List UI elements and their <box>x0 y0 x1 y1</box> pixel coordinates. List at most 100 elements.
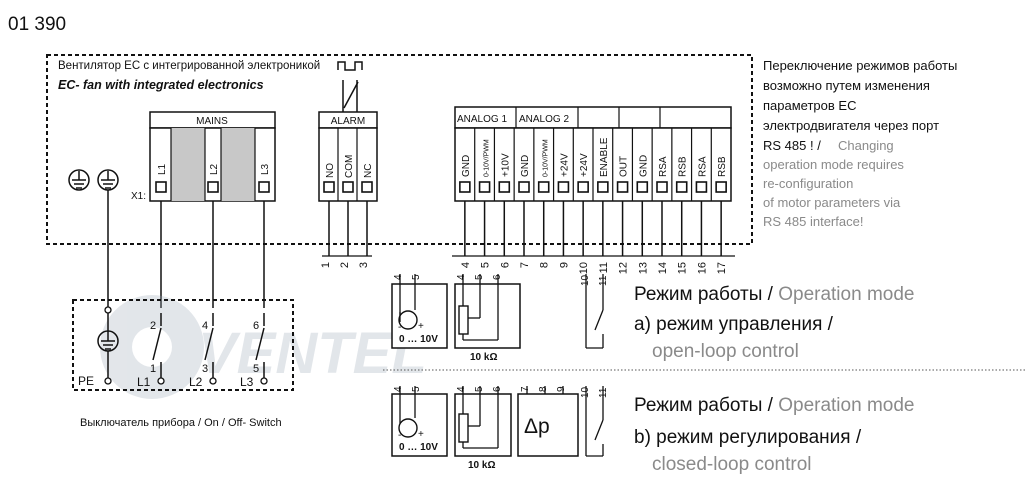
mode-a-title: Режим работы / Operation mode <box>634 284 914 305</box>
analog1-label: ANALOG 1 <box>457 114 507 125</box>
switch-line-label: L2 <box>189 375 203 389</box>
mode-b-potentiometer <box>454 386 512 457</box>
switch-top-number: 6 <box>253 320 259 332</box>
fan-housing-border <box>46 54 753 245</box>
mode-a-title-ru: Режим работы / <box>634 284 778 305</box>
mode-b-voltage-source <box>391 386 448 457</box>
signal-terminal-number: 10 <box>578 262 590 274</box>
mode-b-enable-switch <box>585 386 604 457</box>
pin-number: 5 <box>411 386 422 392</box>
pin-number: 5 <box>474 386 485 392</box>
signal-pin-label: +24V <box>579 153 590 177</box>
diagram-code: 01 390 <box>8 14 66 35</box>
mains-pin-l1: L1 <box>157 163 168 175</box>
switch-box-border <box>72 299 294 391</box>
signal-pin-label: +10V <box>500 153 511 177</box>
pin-number: 10 <box>580 274 591 286</box>
x1-label: X1: <box>131 191 146 202</box>
terminal-screw-icon <box>715 181 727 193</box>
terminal-screw-icon <box>656 181 668 193</box>
alarm-relay-icon <box>337 61 363 112</box>
signal-pin-label: GND <box>520 155 531 177</box>
pe-label: PE <box>78 374 94 388</box>
pin-number: 6 <box>492 386 503 392</box>
alarm-pin-no: NO <box>325 163 336 178</box>
terminal-screw-icon <box>616 181 629 193</box>
switch-contact <box>255 327 265 361</box>
analog2-label: ANALOG 2 <box>519 114 569 125</box>
switch-top-number: 2 <box>150 320 156 332</box>
note-line-en: re-configuration <box>763 176 853 191</box>
mode-a-title-en: Operation mode <box>778 284 914 305</box>
fan-title-ru: Вентилятор ЕС с интегрированной электрон… <box>58 60 320 72</box>
signal-pin-label: RSB <box>717 156 728 177</box>
alarm-terminal-number: 3 <box>358 262 370 268</box>
alarm-pin-com: COM <box>344 155 355 178</box>
pin-number: 5 <box>411 274 422 280</box>
note-line-en: operation mode requires <box>763 157 904 172</box>
signal-terminal-number: 7 <box>519 262 531 268</box>
alarm-terminal-number: 1 <box>320 262 332 268</box>
switch-bottom-number: 1 <box>150 363 156 375</box>
rs485-note: Переключение режимов работы возможно пут… <box>763 58 957 229</box>
terminal-screw-icon <box>498 181 511 193</box>
voltage-label: 0 … 10V <box>399 442 438 453</box>
plus-sign: + <box>418 321 424 332</box>
ventel-watermark: VENTEL <box>100 295 427 399</box>
resistor-label: 10 kΩ <box>470 352 497 363</box>
pin-number: 7 <box>520 386 531 392</box>
note-line-en: of motor parameters via <box>763 195 901 210</box>
signal-terminal-number: 8 <box>539 262 551 268</box>
plus-sign: + <box>418 429 424 440</box>
signal-pin-label: 0-10V/PWM <box>484 139 491 177</box>
switch-line-label: L1 <box>137 375 151 389</box>
terminal-screw-icon <box>577 181 589 193</box>
pin-number: 4 <box>393 274 404 280</box>
switch-line-label: L3 <box>240 375 254 389</box>
terminal-screw-icon <box>695 181 708 193</box>
pin-number: 4 <box>456 386 467 392</box>
watermark-text: VENTEL <box>198 321 427 386</box>
mains-terminal-block: MAINS <box>149 111 276 202</box>
signal-terminal-number: 4 <box>460 262 472 268</box>
mode-a-line-en: open-loop control <box>652 341 799 362</box>
terminal-screw-icon <box>518 181 530 193</box>
mode-a-voltage-source <box>391 274 448 349</box>
ground-icon <box>97 169 119 191</box>
mode-b-title-en: Operation mode <box>778 395 914 416</box>
mains-pin-l2: L2 <box>209 163 220 175</box>
resistor-label: 10 kΩ <box>468 460 495 471</box>
mode-a-line-ru: а) режим управления / <box>634 314 834 335</box>
signal-pin-label: OUT <box>619 156 630 177</box>
signal-pin-label: GND <box>638 155 649 177</box>
signal-pin-label: ENABLE <box>599 137 610 177</box>
signal-terminal-number: 13 <box>637 262 649 274</box>
note-line: возможно путем изменения <box>763 78 930 93</box>
pin-number: 11 <box>598 387 609 398</box>
switch-contact <box>204 327 214 361</box>
signal-terminal-number: 12 <box>618 262 630 274</box>
terminal-screw-icon <box>459 181 471 193</box>
terminal-screw-icon <box>478 181 491 193</box>
note-line: параметров ЕС <box>763 98 856 113</box>
mode-b-title: Режим работы / Operation mode <box>634 395 914 416</box>
note-line: RS 485 ! / <box>763 138 821 153</box>
terminal-screw-icon <box>557 181 570 193</box>
mode-a-potentiometer <box>454 274 521 349</box>
terminal-screw-icon <box>636 181 649 193</box>
signal-terminal-number: 17 <box>716 262 728 274</box>
terminal-screw-icon <box>597 181 609 193</box>
pin-number: 5 <box>474 274 485 280</box>
signal-terminal-number: 11 <box>598 262 610 273</box>
pressure-label: Δp <box>524 415 550 438</box>
pin-number: 6 <box>492 274 503 280</box>
ground-icon <box>68 169 90 191</box>
signal-terminal-number: 14 <box>657 262 669 274</box>
pin-number: 4 <box>456 274 467 280</box>
signal-terminal-number: 6 <box>499 262 511 268</box>
minus-sign: - <box>398 322 401 333</box>
signal-pin-label: +24V <box>559 153 570 177</box>
mode-b-line-ru: b) режим регулирования / <box>634 427 862 448</box>
mains-label: MAINS <box>196 116 228 127</box>
